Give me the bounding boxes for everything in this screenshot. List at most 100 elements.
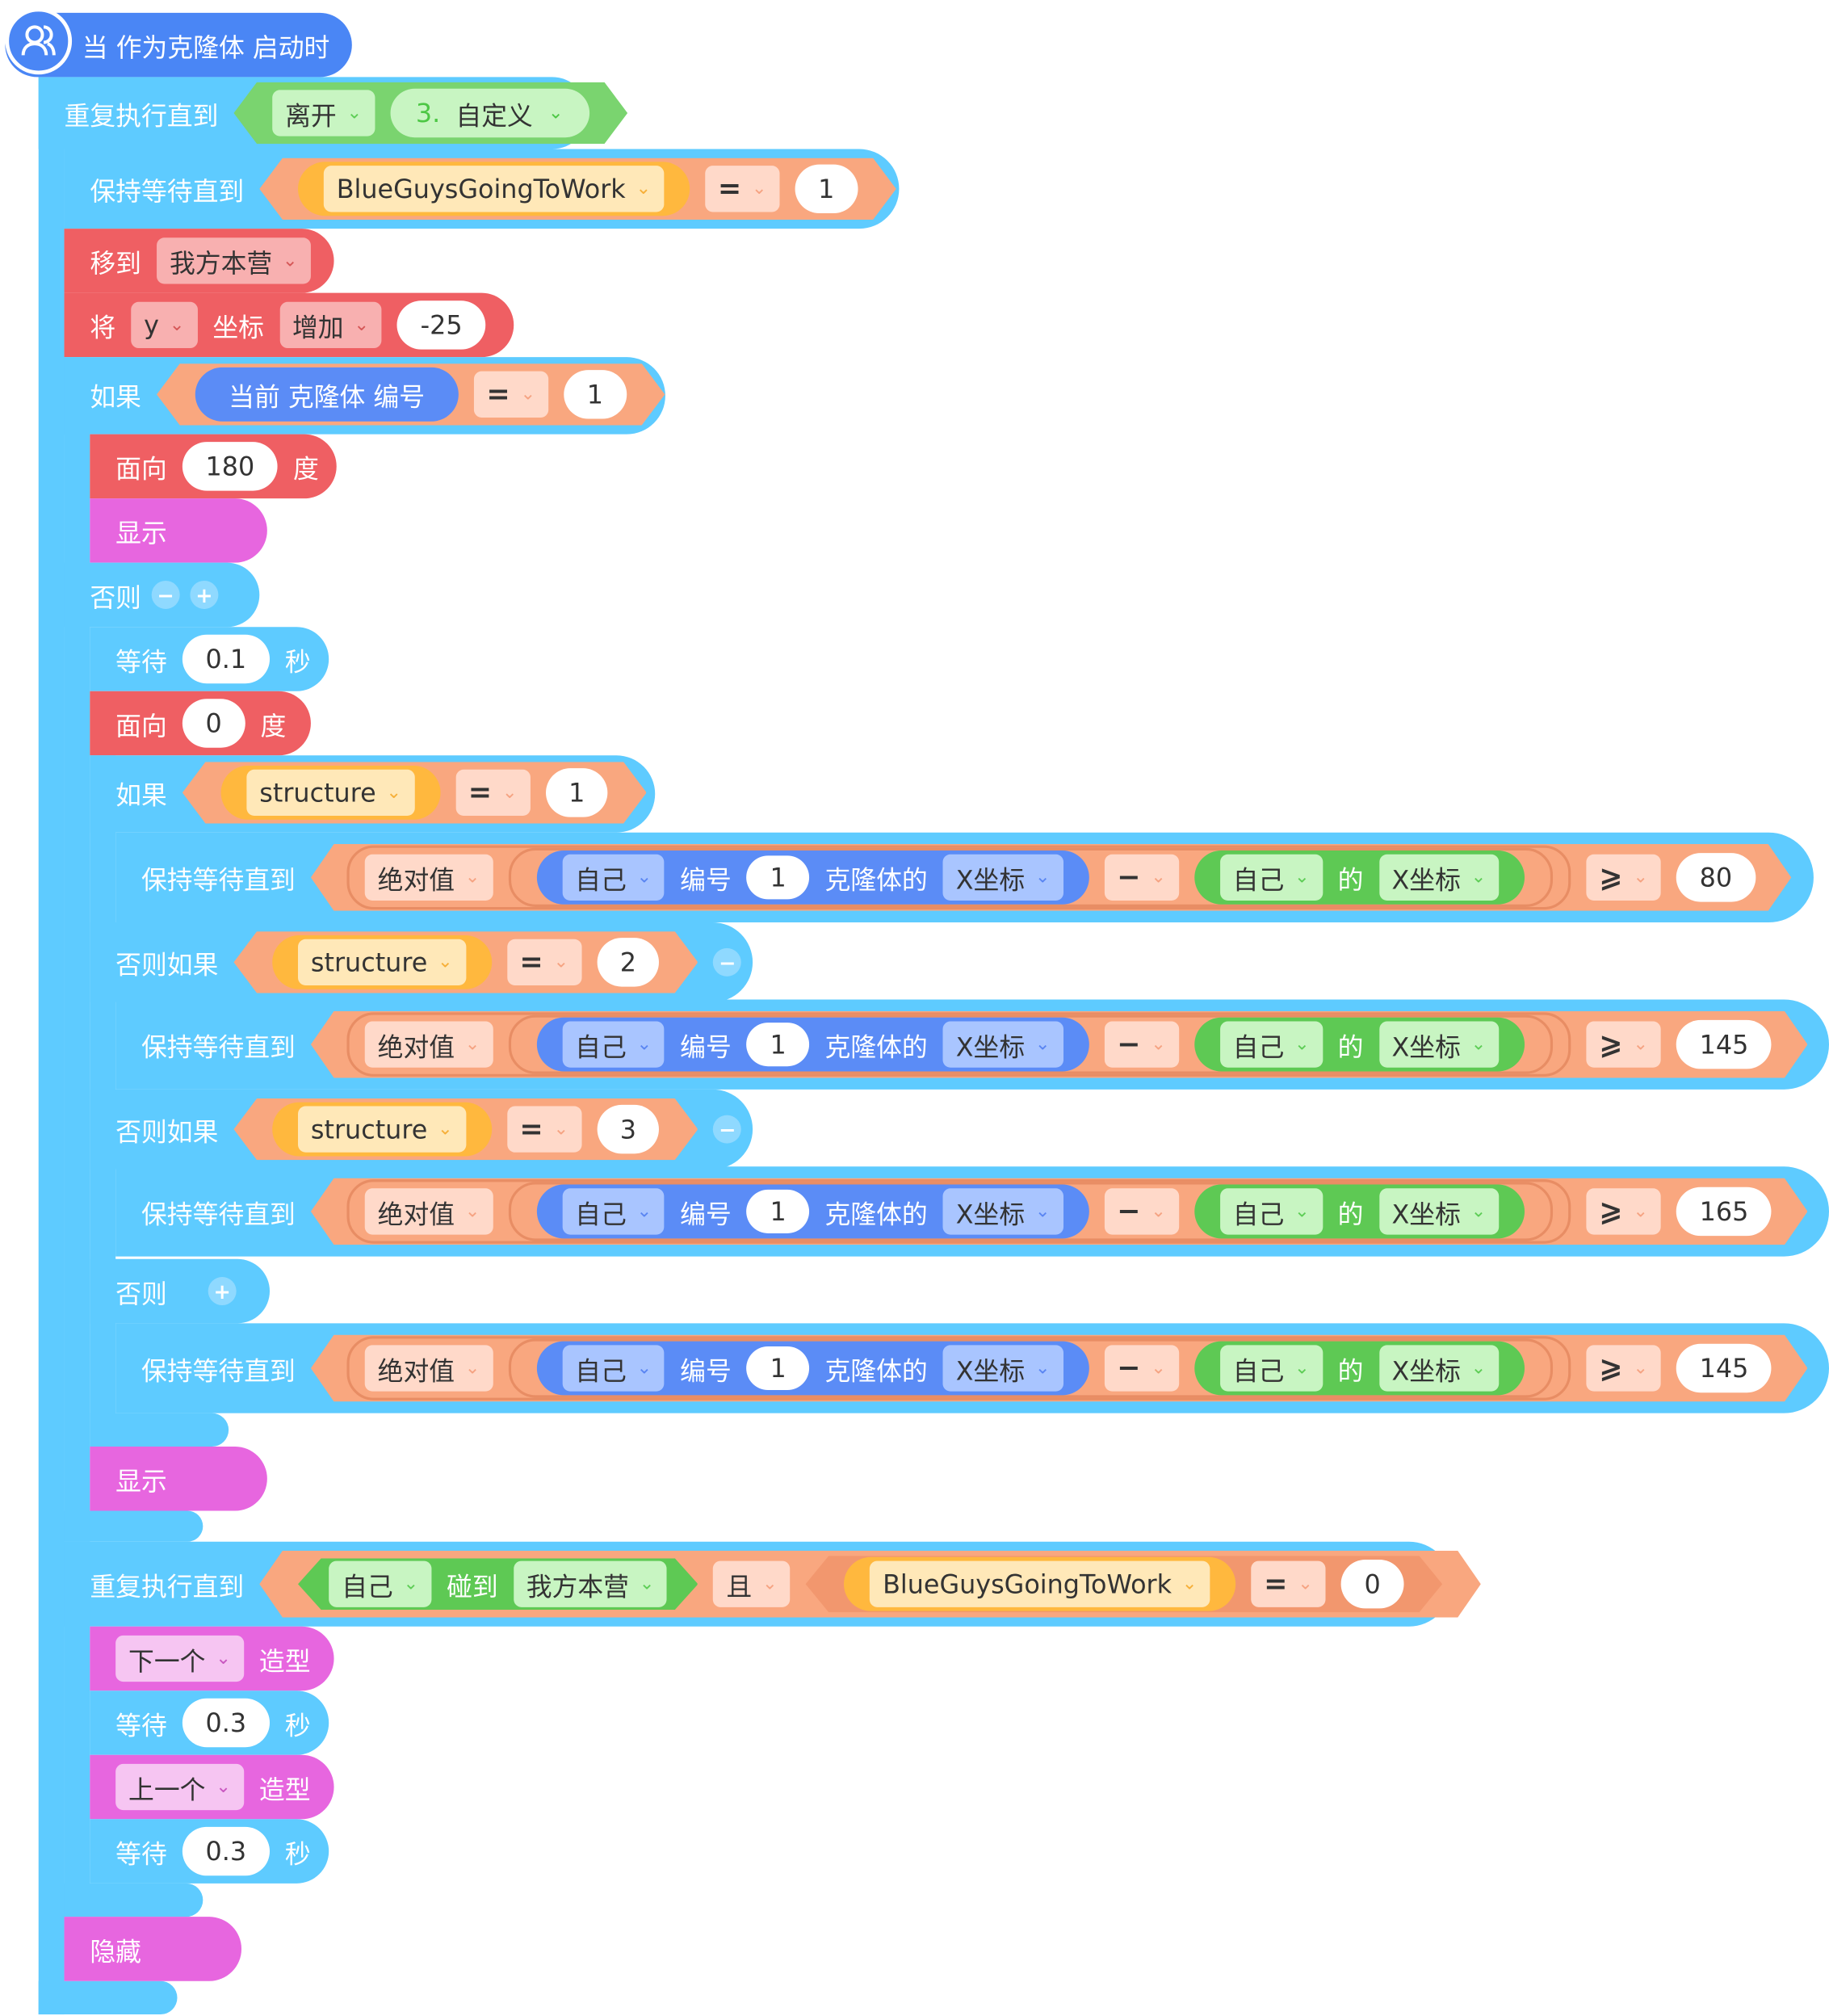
op-dropdown[interactable]: =⌄ [506, 1107, 581, 1153]
xcoord-dropdown[interactable]: X坐标⌄ [943, 1022, 1063, 1068]
self-xcoord-reporter[interactable]: 自己⌄ 的 X坐标⌄ [1194, 1185, 1525, 1239]
remove-branch-icon[interactable]: − [713, 1115, 742, 1144]
abs-dropdown[interactable]: 绝对值⌄ [365, 1188, 493, 1234]
self-dropdown[interactable]: 自己⌄ [1220, 1188, 1323, 1234]
self-xcoord-reporter[interactable]: 自己⌄ 的 X坐标⌄ [1194, 1018, 1525, 1072]
self-dropdown[interactable]: 自己⌄ [1220, 855, 1323, 901]
structure-reporter[interactable]: structure⌄ [221, 766, 440, 820]
target-dropdown[interactable]: 我方本营⌄ [514, 1561, 667, 1607]
compare-dropdown[interactable]: ⩾⌄ [1586, 1345, 1661, 1391]
minus-reporter[interactable]: 自己⌄ 编号 1 克隆体的 X坐标⌄ −⌄ 自己⌄ 的 X坐标⌄ [508, 1182, 1553, 1241]
threshold-input[interactable]: 145 [1676, 1020, 1772, 1069]
mode-dropdown[interactable]: 增加⌄ [279, 301, 382, 349]
op-dropdown[interactable]: =⌄ [1251, 1561, 1326, 1607]
abs-dropdown[interactable]: 绝对值⌄ [365, 1345, 493, 1391]
minus-reporter[interactable]: 自己⌄ 编号 1 克隆体的 X坐标⌄ −⌄ 自己⌄ 的 X坐标⌄ [508, 1015, 1553, 1074]
self-xcoord-reporter[interactable]: 自己⌄ 的 X坐标⌄ [1194, 1342, 1525, 1396]
clone-number-input[interactable]: 1 [747, 1023, 810, 1066]
self-xcoord-reporter[interactable]: 自己⌄ 的 X坐标⌄ [1194, 850, 1525, 905]
op-dropdown[interactable]: =⌄ [705, 166, 780, 212]
compare-operator[interactable]: 绝对值⌄ 自己⌄ 编号 1 克隆体的 X坐标⌄ −⌄ 自己⌄ 的 [311, 1335, 1808, 1402]
direction-input[interactable]: 0 [182, 699, 245, 748]
structure-dropdown[interactable]: structure⌄ [298, 1107, 466, 1153]
custom-dropdown[interactable]: 3.自定义⌄ [390, 89, 589, 137]
variable-dropdown[interactable]: BlueGuysGoingToWork⌄ [870, 1561, 1210, 1607]
compare-operator[interactable]: 绝对值⌄ 自己⌄ 编号 1 克隆体的 X坐标⌄ −⌄ 自己⌄ 的 [311, 1011, 1808, 1078]
structure-dropdown[interactable]: structure⌄ [246, 770, 414, 816]
abs-dropdown[interactable]: 绝对值⌄ [365, 855, 493, 901]
and-operator[interactable]: 自己⌄ 碰到 我方本营⌄ 且⌄ BlueGuysGoingToWork⌄ =⌄ … [259, 1551, 1481, 1618]
compare-operator[interactable]: 绝对值⌄ 自己⌄ 编号 1 克隆体的 X坐标⌄ −⌄ 自己⌄ 的 [311, 844, 1791, 911]
threshold-input[interactable]: 145 [1676, 1344, 1772, 1392]
equals-operator[interactable]: BlueGuysGoingToWork⌄ =⌄ 1 [259, 158, 896, 220]
clone-number-reporter[interactable]: 当前 克隆体 编号 [195, 368, 459, 422]
xcoord-dropdown[interactable]: X坐标⌄ [943, 855, 1063, 901]
variable-reporter[interactable]: BlueGuysGoingToWork⌄ [298, 162, 690, 216]
self-dropdown[interactable]: 自己⌄ [562, 1022, 665, 1068]
minus-dropdown[interactable]: −⌄ [1104, 855, 1179, 901]
variable-reporter[interactable]: BlueGuysGoingToWork⌄ [844, 1557, 1235, 1611]
seconds-input[interactable]: 0.3 [182, 1698, 270, 1748]
show-block-1[interactable] [90, 498, 267, 563]
self-dropdown[interactable]: 自己⌄ [562, 1345, 665, 1391]
compare-dropdown[interactable]: ⩾⌄ [1586, 1188, 1661, 1234]
self-dropdown[interactable]: 自己⌄ [1220, 1022, 1323, 1068]
and-dropdown[interactable]: 且⌄ [714, 1561, 791, 1607]
value-input[interactable]: 2 [597, 938, 660, 986]
clone-number-input[interactable]: 1 [747, 855, 810, 899]
clone-number-input[interactable]: 1 [747, 1346, 810, 1390]
if2-condition[interactable]: structure⌄ =⌄ 1 [182, 762, 647, 823]
abs-reporter[interactable]: 绝对值⌄ 自己⌄ 编号 1 克隆体的 X坐标⌄ −⌄ 自己⌄ 的 [346, 1012, 1571, 1077]
op-dropdown[interactable]: =⌄ [455, 770, 531, 816]
if1-condition[interactable]: 当前 克隆体 编号 =⌄ 1 [157, 363, 665, 425]
minus-dropdown[interactable]: −⌄ [1104, 1188, 1179, 1234]
op-dropdown[interactable]: =⌄ [506, 939, 581, 985]
axis-dropdown[interactable]: y⌄ [131, 301, 198, 349]
xcoord-dropdown[interactable]: X坐标⌄ [1379, 1022, 1500, 1068]
add-branch-icon[interactable]: + [208, 1277, 237, 1306]
minus-dropdown[interactable]: −⌄ [1104, 1345, 1179, 1391]
elseif-b-condition[interactable]: structure⌄ =⌄ 3 [233, 1098, 698, 1160]
hide-block[interactable] [64, 1917, 242, 1981]
abs-reporter[interactable]: 绝对值⌄ 自己⌄ 编号 1 克隆体的 X坐标⌄ −⌄ 自己⌄ 的 [346, 1336, 1571, 1401]
clone-xcoord-reporter[interactable]: 自己⌄ 编号 1 克隆体的 X坐标⌄ [536, 1185, 1089, 1239]
touching-condition[interactable]: 自己⌄ 碰到 我方本营⌄ [298, 1558, 698, 1610]
remove-branch-icon[interactable]: − [713, 947, 742, 976]
remove-branch-icon[interactable]: − [151, 580, 180, 609]
minus-reporter[interactable]: 自己⌄ 编号 1 克隆体的 X坐标⌄ −⌄ 自己⌄ 的 X坐标⌄ [508, 1338, 1553, 1397]
abs-reporter[interactable]: 绝对值⌄ 自己⌄ 编号 1 克隆体的 X坐标⌄ −⌄ 自己⌄ 的 [346, 846, 1571, 910]
abs-reporter[interactable]: 绝对值⌄ 自己⌄ 编号 1 克隆体的 X坐标⌄ −⌄ 自己⌄ 的 [346, 1179, 1571, 1244]
clone-xcoord-reporter[interactable]: 自己⌄ 编号 1 克隆体的 X坐标⌄ [536, 1018, 1089, 1072]
costume-mode-dropdown[interactable]: 下一个⌄ [115, 1635, 244, 1682]
clone-number-input[interactable]: 1 [747, 1190, 810, 1233]
xcoord-dropdown[interactable]: X坐标⌄ [943, 1188, 1063, 1234]
self-dropdown[interactable]: 自己⌄ [329, 1561, 431, 1607]
add-branch-icon[interactable]: + [190, 580, 219, 609]
self-dropdown[interactable]: 自己⌄ [1220, 1345, 1323, 1391]
show-block-2[interactable] [90, 1447, 267, 1511]
variable-dropdown[interactable]: BlueGuysGoingToWork⌄ [324, 166, 664, 212]
change-value-input[interactable]: -25 [396, 300, 486, 350]
elseif-a-condition[interactable]: structure⌄ =⌄ 2 [233, 931, 698, 993]
compare-operator[interactable]: 绝对值⌄ 自己⌄ 编号 1 克隆体的 X坐标⌄ −⌄ 自己⌄ 的 [311, 1178, 1808, 1245]
value-input[interactable]: 1 [545, 768, 608, 817]
xcoord-dropdown[interactable]: X坐标⌄ [943, 1345, 1063, 1391]
self-dropdown[interactable]: 自己⌄ [562, 855, 665, 901]
goto-target-dropdown[interactable]: 我方本营⌄ [157, 237, 311, 284]
xcoord-dropdown[interactable]: X坐标⌄ [1379, 1188, 1500, 1234]
structure-dropdown[interactable]: structure⌄ [298, 939, 466, 985]
op-dropdown[interactable]: =⌄ [473, 372, 548, 418]
structure-reporter[interactable]: structure⌄ [272, 935, 491, 989]
value-input[interactable]: 1 [564, 370, 627, 418]
leave-dropdown[interactable]: 离开⌄ [272, 90, 375, 136]
minus-dropdown[interactable]: −⌄ [1104, 1022, 1179, 1068]
seconds-input[interactable]: 0.3 [182, 1826, 270, 1876]
abs-dropdown[interactable]: 绝对值⌄ [365, 1022, 493, 1068]
structure-reporter[interactable]: structure⌄ [272, 1102, 491, 1157]
equals-operator[interactable]: BlueGuysGoingToWork⌄ =⌄ 0 [806, 1556, 1442, 1612]
xcoord-dropdown[interactable]: X坐标⌄ [1379, 1345, 1500, 1391]
value-input[interactable]: 3 [597, 1105, 660, 1153]
leave-condition[interactable]: 离开⌄ 3.自定义⌄ [233, 82, 627, 144]
compare-dropdown[interactable]: ⩾⌄ [1586, 855, 1661, 901]
minus-reporter[interactable]: 自己⌄ 编号 1 克隆体的 X坐标⌄ −⌄ 自己⌄ 的 X坐标⌄ [508, 848, 1553, 907]
